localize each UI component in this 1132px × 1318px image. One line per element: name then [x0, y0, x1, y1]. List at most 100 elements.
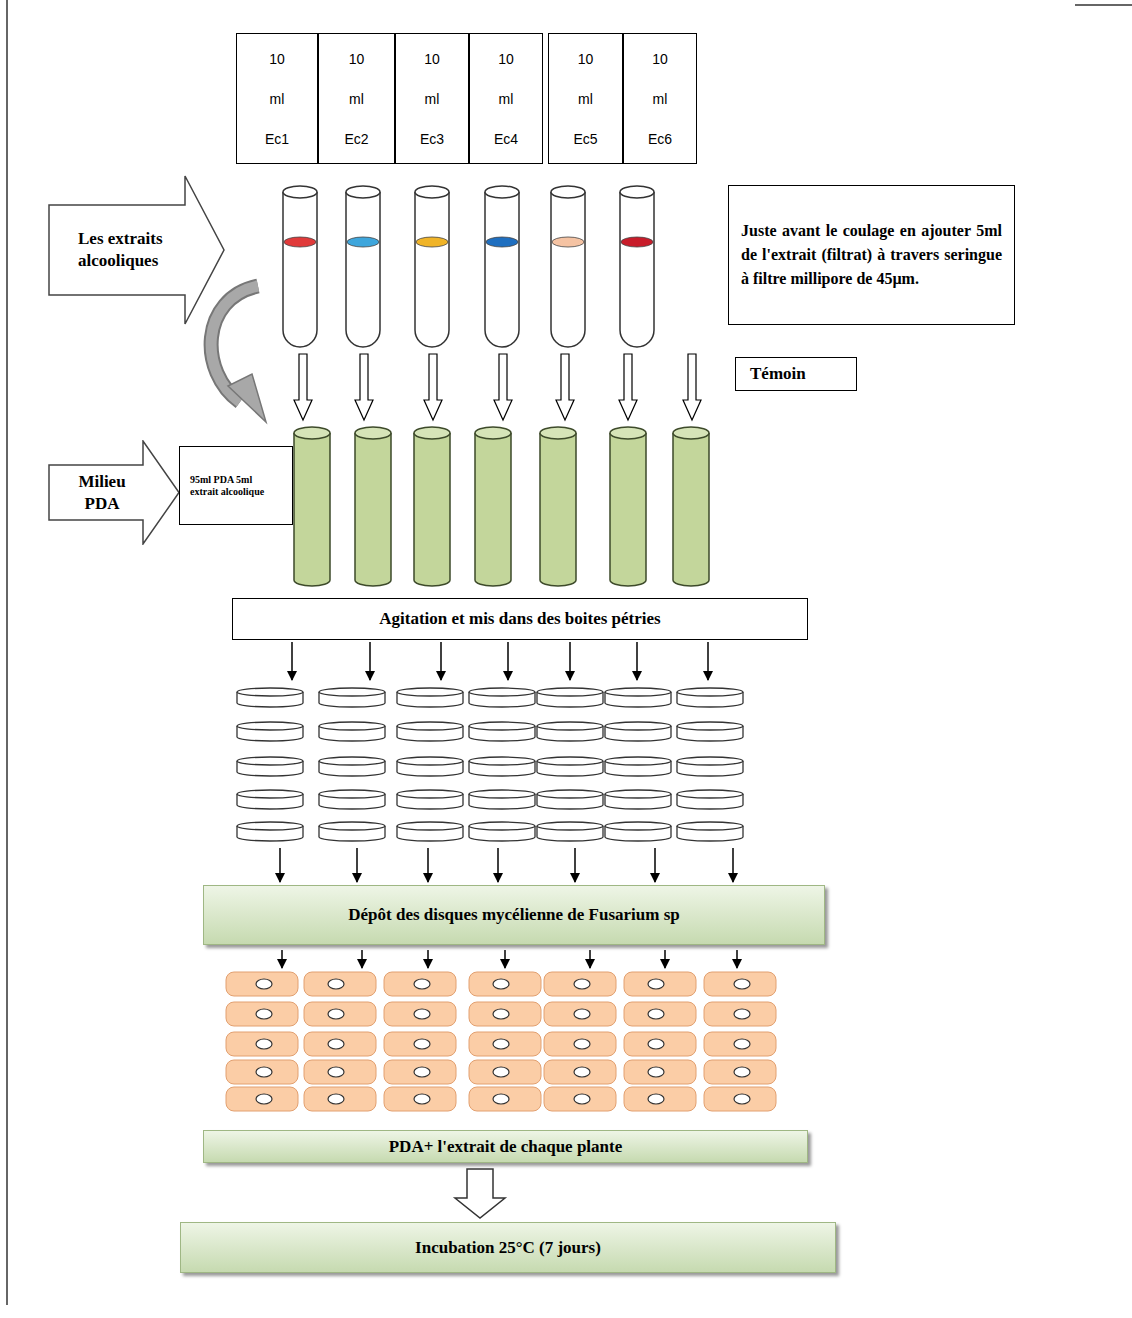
node-text: Les extraits alcooliques — [78, 228, 183, 272]
node-text: Incubation 25°C (7 jours) — [415, 1237, 601, 1259]
petri-dish — [237, 790, 303, 809]
arrow — [440, 642, 442, 680]
inoculated-dish — [384, 1032, 456, 1056]
down-arrows — [294, 354, 701, 420]
inoculated-dish — [226, 1087, 298, 1111]
extract-tube-label: 10 ml Ec3 — [395, 33, 469, 164]
arrow — [291, 642, 293, 680]
inoculated-dish — [226, 1060, 298, 1084]
petri-dish — [537, 688, 603, 707]
inoculated-dish — [469, 1032, 541, 1056]
inoculated-dish — [624, 1060, 696, 1084]
flask — [475, 427, 511, 586]
inoculated-dishes — [226, 972, 776, 1111]
inoculated-dish — [384, 1002, 456, 1026]
arrows — [282, 950, 737, 968]
extract-tube-label: 10 ml Ec2 — [318, 33, 395, 164]
mycelial-disc — [574, 1039, 590, 1049]
mycelial-disc — [574, 1094, 590, 1104]
flask — [355, 427, 391, 586]
process-band: PDA+ l'extrait de chaque plante — [203, 1130, 808, 1163]
mycelial-disc — [414, 1067, 430, 1077]
arrow — [707, 642, 709, 680]
petri-dish — [397, 822, 463, 841]
mycelial-disc — [414, 1009, 430, 1019]
arrow — [732, 848, 734, 882]
inoculated-dish — [544, 1032, 616, 1056]
arrow — [281, 950, 283, 968]
flasks — [294, 427, 709, 586]
inoculated-dish — [384, 1060, 456, 1084]
arrow-outline — [48, 440, 180, 545]
mycelial-disc — [328, 1067, 344, 1077]
inoculated-dish — [304, 972, 376, 996]
petri-dish — [677, 757, 743, 776]
mycelial-disc — [574, 1067, 590, 1077]
arrow — [369, 642, 371, 680]
arrow — [654, 848, 656, 882]
note-box: Juste avant le coulage en ajouter 5ml de… — [728, 185, 1015, 325]
petri-dish — [237, 722, 303, 741]
inoculated-dish — [624, 1032, 696, 1056]
inoculated-dish — [544, 1087, 616, 1111]
mycelial-disc — [734, 979, 750, 989]
inoculated-dish — [304, 1032, 376, 1056]
inoculated-dish — [704, 972, 776, 996]
inoculated-dish — [469, 1087, 541, 1111]
inoculated-dish — [226, 1002, 298, 1026]
down-arrow — [683, 354, 701, 420]
inoculated-dish — [624, 972, 696, 996]
petri-dish — [677, 688, 743, 707]
petri-dish — [469, 688, 535, 707]
node-text: Juste avant le coulage en ajouter 5ml de… — [741, 219, 1002, 291]
mycelial-disc — [574, 1009, 590, 1019]
node-text: PDA+ l'extrait de chaque plante — [389, 1136, 623, 1158]
input-arrow: Les extraits alcooliques — [48, 175, 225, 325]
extract-tube-label: 10 ml Ec4 — [469, 33, 543, 164]
process-band: Incubation 25°C (7 jours) — [180, 1222, 836, 1273]
arrow — [636, 642, 638, 680]
flask — [610, 427, 646, 586]
control-label-box: Témoin — [735, 357, 857, 391]
petri-dish — [319, 757, 385, 776]
mycelial-disc — [414, 1039, 430, 1049]
down-arrow — [619, 354, 637, 420]
petri-dish — [677, 822, 743, 841]
flask — [673, 427, 709, 586]
mycelial-disc — [256, 1067, 272, 1077]
arrow — [736, 950, 738, 968]
curved-arrow — [211, 286, 266, 422]
petri-dish — [319, 790, 385, 809]
petri-dish — [537, 757, 603, 776]
mycelial-disc — [648, 1094, 664, 1104]
extract-tube-label: 10 ml Ec1 — [236, 33, 318, 164]
petri-dish — [537, 790, 603, 809]
process-box: Agitation et mis dans des boites pétries — [232, 598, 808, 640]
mycelial-disc — [648, 1009, 664, 1019]
inoculated-dish — [469, 1002, 541, 1026]
inoculated-dish — [304, 1060, 376, 1084]
test-tube — [620, 186, 654, 347]
test-tubes — [283, 186, 654, 347]
inoculated-dish — [469, 1060, 541, 1084]
arrow — [427, 848, 429, 882]
petri-dish — [469, 790, 535, 809]
node-text: 10 ml Ec3 — [420, 39, 444, 159]
mycelial-disc — [493, 1009, 509, 1019]
petri-dish — [319, 688, 385, 707]
extract-tube-label: 10 ml Ec6 — [623, 33, 697, 164]
inoculated-dish — [544, 1060, 616, 1084]
inoculated-dish — [704, 1002, 776, 1026]
composition-box: 95ml PDA 5ml extrait alcoolique — [179, 446, 293, 525]
petri-dish — [605, 790, 671, 809]
node-text: 10 ml Ec2 — [344, 39, 368, 159]
test-tube — [485, 186, 519, 347]
down-arrow — [494, 354, 512, 420]
inoculated-dish — [704, 1060, 776, 1084]
node-text: 10 ml Ec4 — [494, 39, 518, 159]
node-text: Dépôt des disques mycélienne de Fusarium… — [348, 904, 680, 926]
inoculated-dish — [624, 1087, 696, 1111]
petri-dish — [237, 688, 303, 707]
mycelial-disc — [328, 979, 344, 989]
petri-dish — [537, 722, 603, 741]
